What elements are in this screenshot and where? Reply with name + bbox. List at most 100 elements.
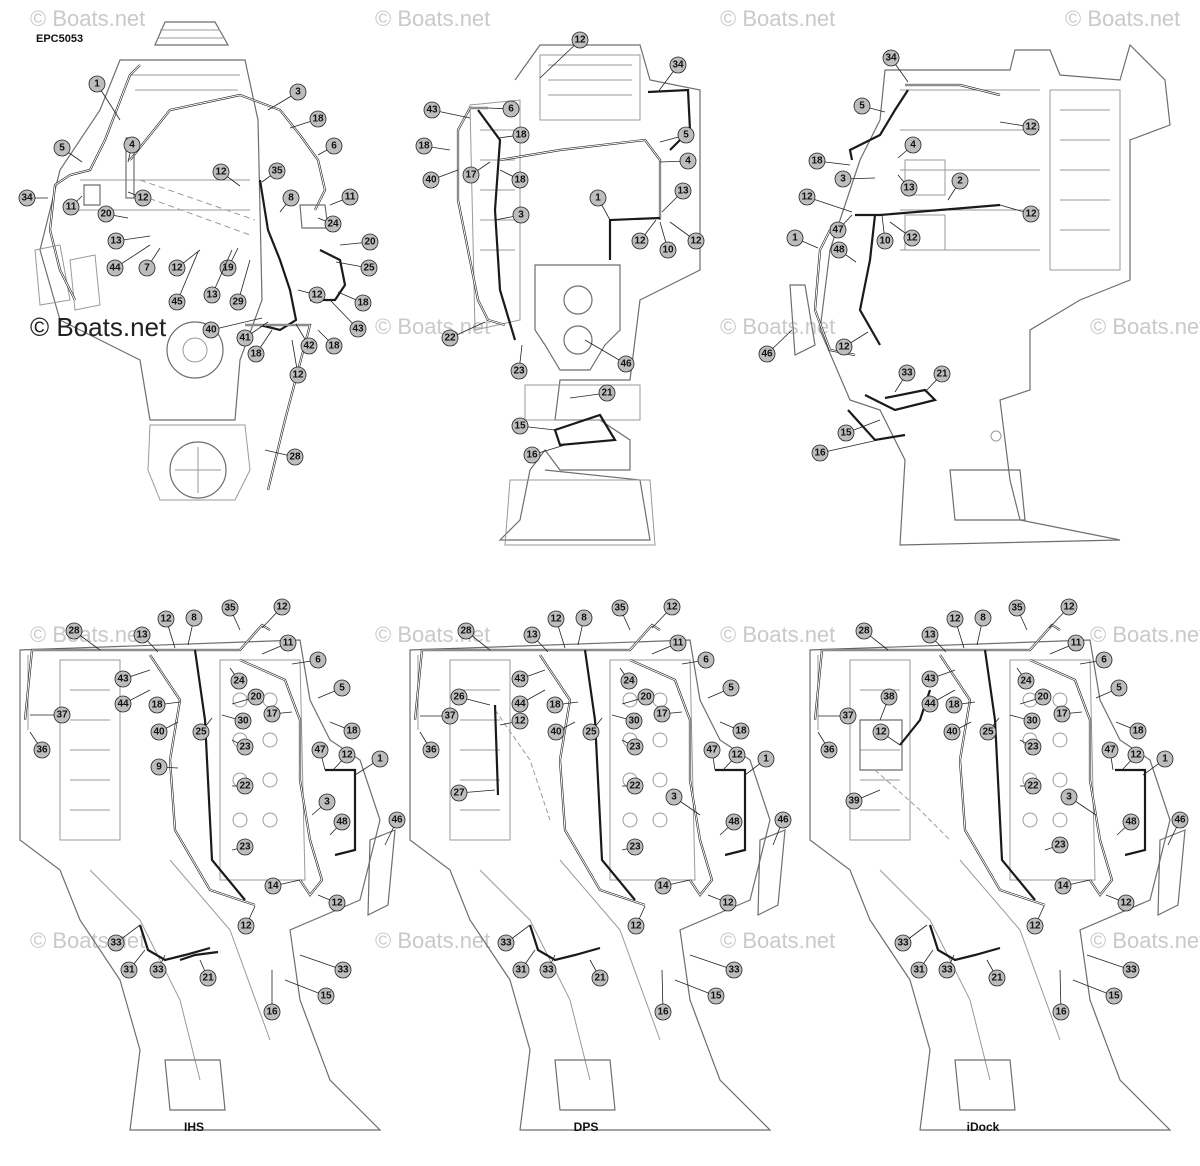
callout-number: 18: [250, 349, 262, 360]
callout-balloon: [168, 293, 186, 311]
callout-balloon: [951, 172, 969, 190]
callout-part-18: 18: [546, 696, 579, 714]
callout-number: 12: [666, 602, 678, 613]
callout-part-12: 12: [835, 331, 869, 356]
callout-part-4: 4: [123, 136, 141, 163]
callout-balloon: [725, 961, 743, 979]
callout-balloon: [511, 712, 529, 730]
callout-part-14: 14: [654, 877, 691, 895]
watermark: © Boats.net: [30, 312, 167, 342]
callout-number: 5: [59, 143, 65, 154]
callout-part-15: 15: [511, 417, 556, 435]
callout-balloon: [758, 345, 776, 363]
callout-number: 12: [1029, 921, 1041, 932]
callout-balloon: [732, 722, 750, 740]
callout-number: 46: [391, 815, 403, 826]
callout-part-31: 31: [120, 949, 146, 979]
callout-part-12: 12: [332, 746, 356, 771]
callout-part-8: 8: [575, 609, 593, 646]
callout-number: 33: [1125, 965, 1137, 976]
callout-part-3: 3: [1060, 788, 1097, 816]
callout-number: 5: [683, 130, 689, 141]
callout-balloon: [512, 126, 530, 144]
callout-balloon: [591, 969, 609, 987]
callout-balloon: [341, 188, 359, 206]
callout-part-8: 8: [185, 609, 203, 646]
callout-number: 13: [526, 630, 538, 641]
callout-balloon: [106, 259, 124, 277]
callout-number: 30: [628, 716, 640, 727]
callout-part-15: 15: [1072, 979, 1123, 1005]
callout-balloon: [626, 738, 644, 756]
callout-number: 18: [811, 156, 823, 167]
callout-part-22: 22: [441, 321, 486, 347]
callout-number: 16: [526, 450, 538, 461]
callout-part-11: 11: [329, 188, 359, 206]
callout-part-16: 16: [523, 444, 566, 464]
callout-part-22: 22: [622, 777, 644, 795]
callout-number: 6: [1101, 655, 1107, 666]
callout-number: 11: [1071, 638, 1082, 649]
callout-balloon: [185, 609, 203, 627]
callout-number: 24: [327, 219, 339, 230]
callout-part-12: 12: [547, 610, 566, 649]
callout-balloon: [523, 446, 541, 464]
callout-part-22: 22: [232, 777, 254, 795]
callout-number: 13: [136, 630, 148, 641]
callout-balloon: [988, 969, 1006, 987]
callout-part-47: 47: [1101, 741, 1119, 771]
callout-number: 17: [656, 709, 668, 720]
callout-part-20: 20: [97, 205, 129, 223]
callout-balloon: [626, 777, 644, 795]
callout-balloon: [53, 139, 71, 157]
callout-number: 13: [206, 290, 218, 301]
callout-part-31: 31: [512, 949, 536, 979]
callout-balloon: [53, 706, 71, 724]
callout-part-10: 10: [659, 221, 677, 259]
callout-number: 40: [946, 727, 958, 738]
callout-number: 4: [685, 156, 691, 167]
callout-number: 43: [352, 324, 364, 335]
callout-number: 21: [991, 973, 1003, 984]
callout-part-18: 18: [808, 152, 851, 170]
callout-part-12: 12: [722, 746, 746, 771]
callout-balloon: [945, 696, 963, 714]
callout-balloon: [1008, 599, 1026, 617]
callout-balloon: [236, 738, 254, 756]
callout-number: 25: [982, 727, 994, 738]
view-dps-drawing: [409, 623, 786, 1131]
callout-balloon: [582, 723, 600, 741]
callout-number: 18: [151, 700, 163, 711]
callout-part-43: 43: [921, 669, 956, 688]
callout-number: 12: [1120, 898, 1132, 909]
callout-balloon: [1026, 917, 1044, 935]
callout-part-46: 46: [758, 329, 793, 363]
callout-number: 14: [1057, 881, 1069, 892]
callout-part-5: 5: [317, 679, 351, 699]
watermark: © Boats.net: [720, 6, 835, 31]
callout-part-28: 28: [457, 622, 491, 651]
callout-number: 18: [549, 700, 561, 711]
callout-part-1: 1: [354, 750, 389, 776]
watermark: © Boats.net: [720, 314, 835, 339]
callout-balloon: [1105, 987, 1123, 1005]
callout-balloon: [133, 626, 151, 644]
callout-part-15: 15: [284, 979, 335, 1005]
callout-number: 12: [875, 727, 887, 738]
callout-number: 23: [239, 842, 251, 853]
callout-balloon: [894, 934, 912, 952]
callout-number: 24: [233, 676, 245, 687]
callout-balloon: [903, 229, 921, 247]
callout-balloon: [1110, 679, 1128, 697]
callout-part-5: 5: [853, 97, 886, 115]
callout-balloon: [1022, 118, 1040, 136]
callout-part-11: 11: [651, 634, 687, 655]
callout-number: 5: [1116, 683, 1122, 694]
leader-line: [210, 317, 263, 331]
callout-number: 7: [144, 263, 150, 274]
callout-part-34: 34: [18, 189, 48, 207]
callout-balloon: [882, 49, 900, 67]
callout-balloon: [97, 205, 115, 223]
callout-balloon: [1122, 813, 1140, 831]
callout-number: 31: [913, 965, 925, 976]
